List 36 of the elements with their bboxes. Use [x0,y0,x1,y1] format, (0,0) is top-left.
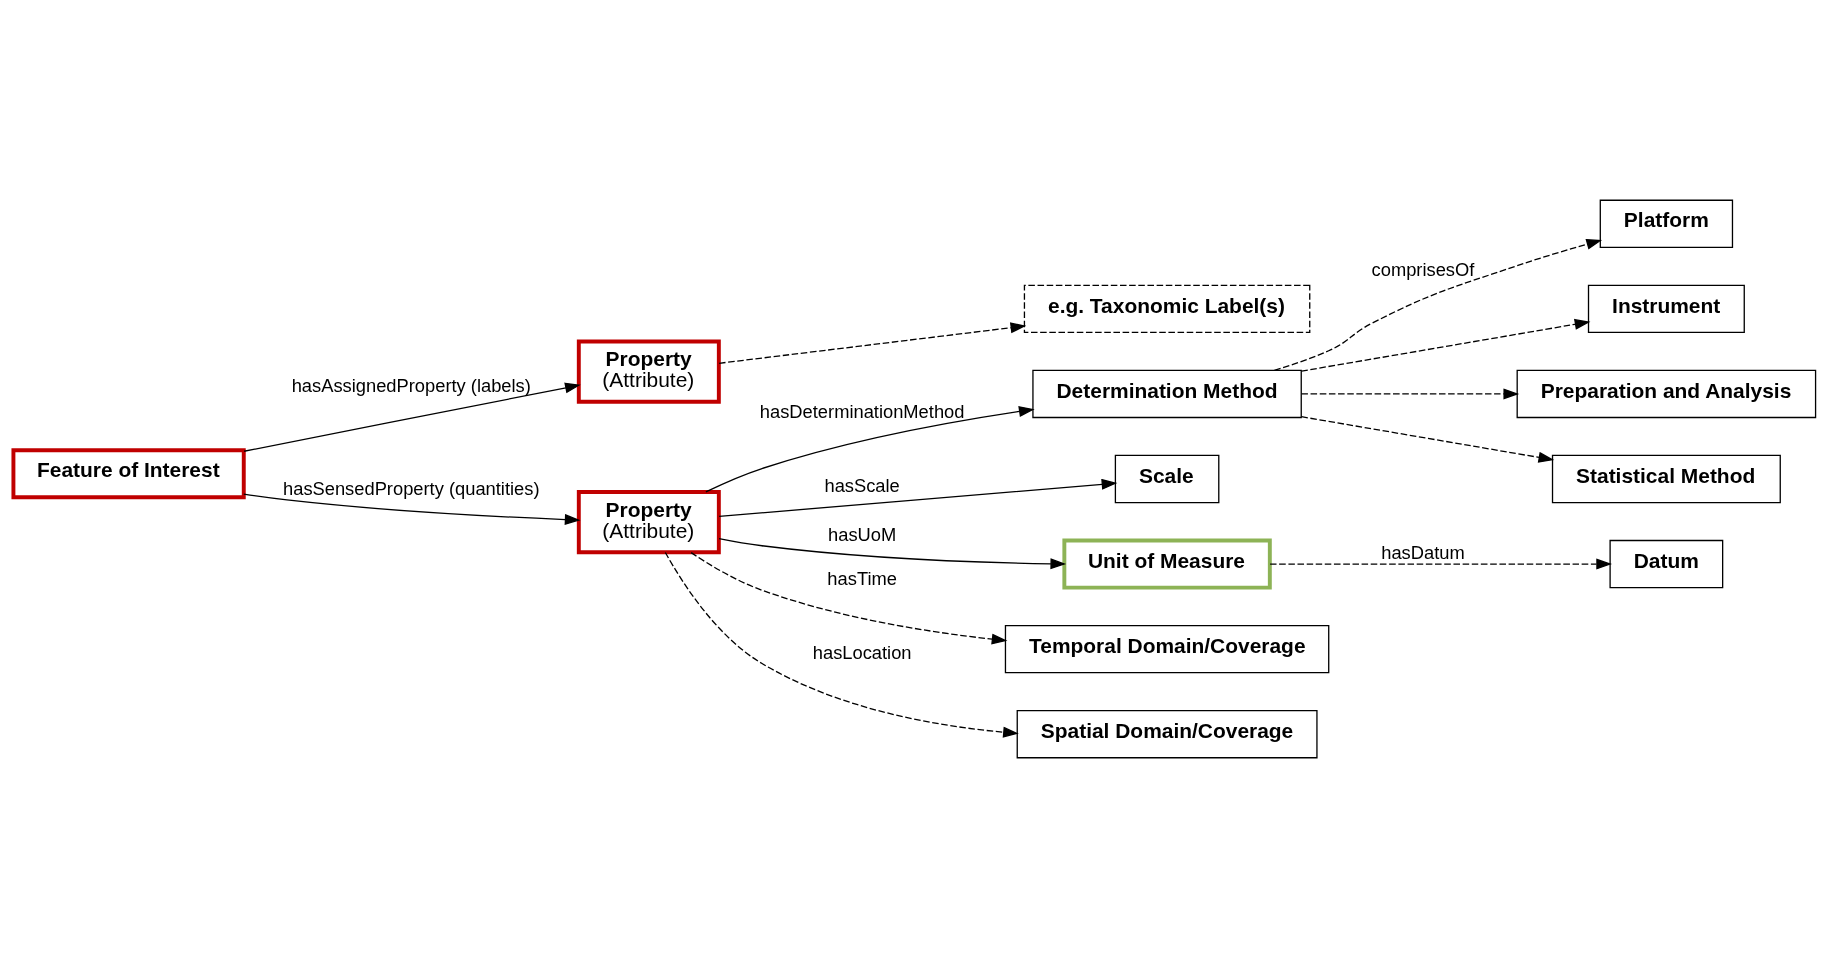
node-box: Feature of Interest [11,447,246,499]
arrow [1300,318,1591,372]
node-box: Property (Attribute) [576,489,721,554]
node-box: Scale [1114,454,1220,503]
node-box: Platform [1599,199,1734,248]
node-box: Property (Attribute) [576,339,721,404]
node-box: Datum [1609,539,1724,588]
edge-label: comprisesOf [1371,258,1475,280]
node-box: Spatial Domain/Coverage [1016,709,1318,758]
edge-label: hasAssignedProperty (labels) [291,374,531,396]
edge-label: hasScale [824,474,900,496]
arrow [718,478,1118,517]
node-box: Preparation and Analysis [1516,369,1817,418]
arrow [1300,387,1520,399]
edge-label: hasUoM [828,523,897,545]
arrow [718,537,1067,569]
node-box: e.g. Taxonomic Label(s) [1023,284,1311,333]
arrow [718,321,1027,364]
node-box: Temporal Domain/Coverage [1004,624,1330,673]
edge-label: hasSensedProperty (quantities) [283,477,540,499]
edge-label: hasDeterminationMethod [759,400,965,422]
arrow [243,493,581,525]
edge-label: hasDatum [1381,541,1465,563]
node-box: Determination Method [1032,369,1302,418]
arrow [705,405,1035,493]
edge-label: hasTime [827,567,897,589]
node-box: Instrument [1587,284,1745,333]
arrow [690,551,1008,645]
node-box: Statistical Method [1551,454,1781,503]
arrow [1269,558,1612,570]
arrow [1300,415,1555,463]
arrow [664,551,1019,738]
edge-label: hasLocation [812,641,912,663]
node-box: Unit of Measure [1062,538,1272,590]
arrow [243,382,581,452]
arrow [1273,238,1603,371]
